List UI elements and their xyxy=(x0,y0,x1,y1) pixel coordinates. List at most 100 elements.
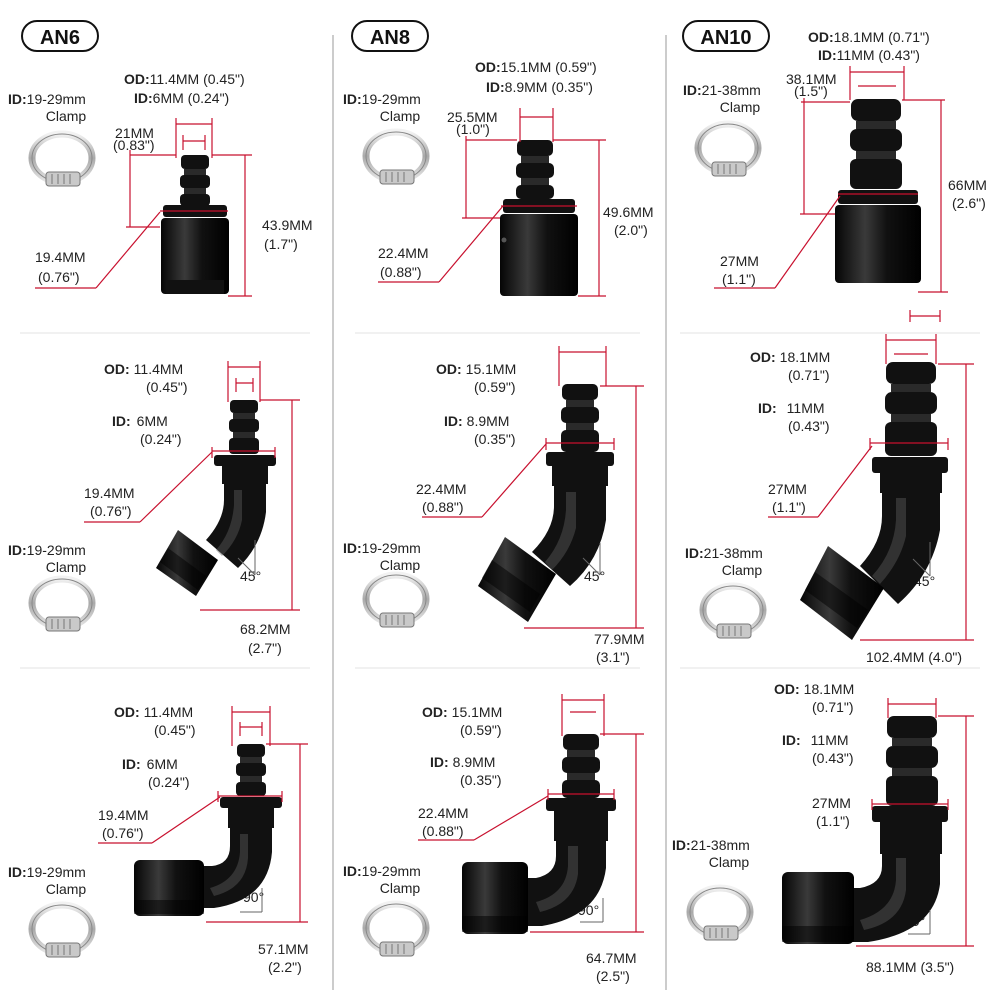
svg-text:ID:19-29mm: ID:19-29mm xyxy=(8,542,86,558)
height-dim-value: 102.4MM (4.0") xyxy=(866,649,962,665)
hose-clamp-icon xyxy=(28,901,96,958)
clamp-id-prefix: ID: xyxy=(8,542,27,558)
svg-text:ID:8.9MM: ID:8.9MM xyxy=(430,754,495,770)
an8-straight-panel: ID:19-29mm Clamp OD:15.1MM (0.59") ID:8.… xyxy=(343,59,654,297)
id-prefix: ID: xyxy=(782,732,801,748)
small-dim-inch: (1.0") xyxy=(456,121,490,137)
hose-fitting-icon xyxy=(835,99,921,283)
hose-fitting-icon xyxy=(782,716,948,944)
base-dim-value: 19.4MM xyxy=(84,485,135,501)
id-value: 11MM xyxy=(787,400,825,416)
hose-clamp-icon xyxy=(694,120,762,177)
id-inch: (0.43") xyxy=(788,418,830,434)
clamp-range: 19-29mm xyxy=(362,863,421,879)
od-value: 15.1MM xyxy=(466,361,517,377)
base-dim-inch: (0.76") xyxy=(102,825,144,841)
od-value: 18.1MM xyxy=(804,681,855,697)
od-inch: (0.59") xyxy=(474,379,516,395)
small-dim-inch: (1.5") xyxy=(794,83,828,99)
base-dim-inch: (0.88") xyxy=(422,823,464,839)
dimension-lines xyxy=(768,334,974,641)
clamp-range: 21-38mm xyxy=(704,545,763,561)
clamp-label: Clamp xyxy=(380,880,421,896)
id-prefix: ID: xyxy=(112,413,131,429)
header-an8-label: AN8 xyxy=(370,27,410,49)
svg-text:OD:11.4MM (0.45"): OD:11.4MM (0.45") xyxy=(124,71,245,87)
id-prefix: ID: xyxy=(430,754,449,770)
clamp-label: Clamp xyxy=(46,881,87,897)
clamp-range: 19-29mm xyxy=(27,542,86,558)
od-prefix: OD: xyxy=(774,681,800,697)
clamp-id-prefix: ID: xyxy=(685,545,704,561)
hose-fitting-icon xyxy=(478,384,614,622)
height-dim-inch: (2.5") xyxy=(596,968,630,984)
clamp-range: 21-38mm xyxy=(702,82,761,98)
od-value: 15.1MM (0.59") xyxy=(501,59,597,75)
clamp-id-prefix: ID: xyxy=(343,540,362,556)
od-inch: (0.71") xyxy=(788,367,830,383)
an10-straight-panel: ID:21-38mm Clamp OD:18.1MM (0.71") ID:11… xyxy=(683,29,987,322)
dimension-lines xyxy=(418,694,644,933)
hose-clamp-icon xyxy=(362,900,430,957)
height-dim-value: 49.6MM xyxy=(603,204,654,220)
hose-fitting-icon xyxy=(462,734,616,934)
od-inch: (0.59") xyxy=(460,722,502,738)
od-value: 15.1MM xyxy=(452,704,503,720)
hose-clamp-icon xyxy=(28,130,96,187)
height-dim-value: 43.9MM xyxy=(262,217,313,233)
base-dim-value: 27MM xyxy=(768,481,807,497)
clamp-range: 19-29mm xyxy=(362,540,421,556)
height-dim-value: 68.2MM xyxy=(240,621,291,637)
svg-text:OD:18.1MM (0.71"): OD:18.1MM (0.71") xyxy=(808,29,930,45)
id-prefix: ID: xyxy=(758,400,777,416)
svg-text:ID:19-29mm: ID:19-29mm xyxy=(343,540,421,556)
base-dim-inch: (0.88") xyxy=(380,264,422,280)
od-inch: (0.71") xyxy=(812,699,854,715)
base-dim-inch: (1.1") xyxy=(772,499,806,515)
base-dim-value: 19.4MM xyxy=(35,249,86,265)
od-prefix: OD: xyxy=(436,361,462,377)
header-an6-label: AN6 xyxy=(40,27,80,49)
id-value: 11MM xyxy=(811,732,849,748)
clamp-label: Clamp xyxy=(380,108,421,124)
an6-90-panel: OD:11.4MM (0.45") ID:6MM (0.24") 19.4MM … xyxy=(8,704,309,975)
id-prefix: ID: xyxy=(134,90,153,106)
base-dim-inch: (0.76") xyxy=(90,503,132,519)
height-dim-value: 64.7MM xyxy=(586,950,637,966)
height-dim-inch: (2.6") xyxy=(952,195,986,211)
height-dim-value: 66MM xyxy=(948,177,987,193)
id-prefix: ID: xyxy=(122,756,141,772)
base-dim-inch: (1.1") xyxy=(722,271,756,287)
base-dim-inch: (1.1") xyxy=(816,813,850,829)
clamp-range: 19-29mm xyxy=(27,91,86,107)
dimension-lines xyxy=(84,361,300,611)
svg-text:OD:18.1MM: OD:18.1MM xyxy=(774,681,854,697)
svg-text:ID:21-38mm: ID:21-38mm xyxy=(685,545,763,561)
hose-clamp-icon xyxy=(362,571,430,628)
clamp-id-prefix: ID: xyxy=(8,864,27,880)
clamp-label: Clamp xyxy=(380,557,421,573)
height-dim-inch: (3.1") xyxy=(596,649,630,665)
header-an10: AN10 xyxy=(682,20,770,52)
height-dim-inch: (1.7") xyxy=(264,236,298,252)
svg-text:ID:6MM: ID: 6MM xyxy=(122,756,178,772)
hose-fitting-icon xyxy=(156,400,276,596)
id-prefix: ID: xyxy=(444,413,463,429)
id-value: 8.9MM (0.35") xyxy=(505,79,593,95)
an8-90-panel: OD:15.1MM (0.59") ID:8.9MM (0.35") 22.4M… xyxy=(343,694,644,984)
svg-text:OD:15.1MM: OD:15.1MM xyxy=(436,361,516,377)
svg-text:ID:6MM (0.24"): ID:6MM (0.24") xyxy=(134,90,229,106)
header-an6: AN6 xyxy=(21,20,99,52)
hose-fitting-icon xyxy=(800,362,948,640)
od-prefix: OD: xyxy=(475,59,501,75)
svg-text:ID:8.9MM (0.35"): ID:8.9MM (0.35") xyxy=(486,79,593,95)
id-value: 6MM xyxy=(147,756,178,772)
angle-label: 45° xyxy=(240,568,261,584)
dimension-lines xyxy=(422,346,644,629)
id-inch: (0.43") xyxy=(812,750,854,766)
small-dim-inch: (0.83") xyxy=(113,137,155,153)
hose-clamp-icon xyxy=(686,884,754,941)
id-value: 8.9MM xyxy=(467,413,510,429)
clamp-range: 21-38mm xyxy=(691,837,750,853)
base-dim-value: 19.4MM xyxy=(98,807,149,823)
